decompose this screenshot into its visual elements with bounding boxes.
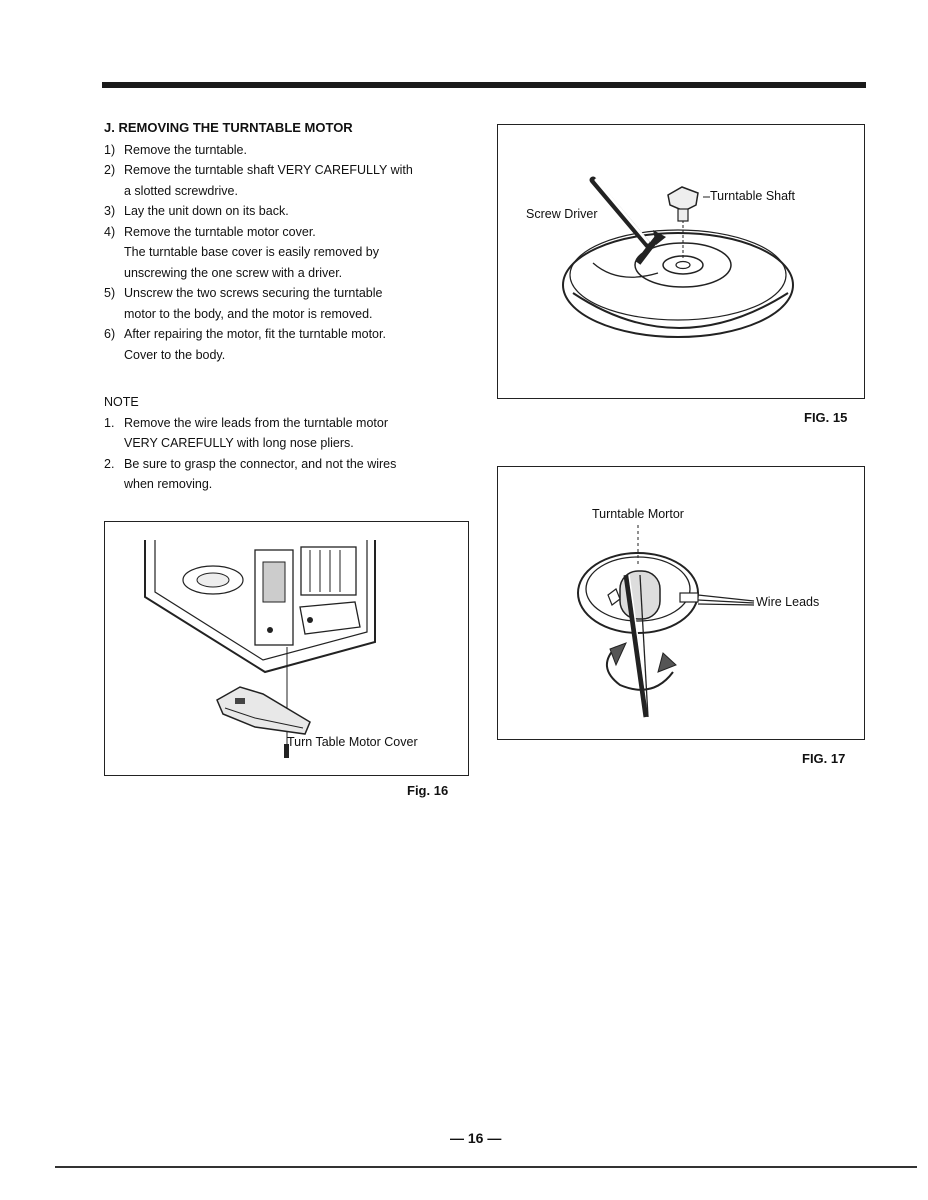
note-number: 2. xyxy=(104,456,115,471)
step-item: 2) Remove the turntable shaft VERY CAREF… xyxy=(104,160,476,201)
turntable-shaft-label: Turntable Shaft xyxy=(710,189,796,203)
motor-cover-illustration xyxy=(144,540,376,758)
turntable-motor-illustration xyxy=(577,525,755,718)
step-text: Unscrew the two screws securing the turn… xyxy=(124,286,383,300)
step-item: 3) Lay the unit down on its back. xyxy=(104,201,476,222)
step-text: Lay the unit down on its back. xyxy=(124,204,289,218)
figure-16-caption: Fig. 16 xyxy=(407,783,449,798)
step-number: 4) xyxy=(104,224,116,239)
note-text: when removing. xyxy=(124,477,213,491)
figure-15-turntable-shaft: Screw Driver Turntable Shaft xyxy=(497,124,865,399)
section-heading: J. REMOVING THE TURNTABLE MOTOR xyxy=(104,120,353,135)
step-text: unscrewing the one screw with a driver. xyxy=(124,265,343,280)
step-item: 1) Remove the turntable. xyxy=(104,140,476,161)
figure-17-turntable-motor: Turntable Mortor Wire Leads xyxy=(497,466,865,740)
step-text: After repairing the motor, fit the turnt… xyxy=(124,327,386,341)
step-text: motor to the body, and the motor is remo… xyxy=(124,306,373,321)
page-number: — 16 — xyxy=(450,1130,502,1146)
note-text: Remove the wire leads from the turntable… xyxy=(124,415,389,430)
turntable-motor-label: Turntable Mortor xyxy=(592,507,684,521)
figure-15-caption: FIG. 15 xyxy=(804,410,848,425)
turntable-shaft-illustration xyxy=(562,176,794,338)
step-text: Remove the turntable shaft VERY CAREFULL… xyxy=(124,163,413,177)
step-number: 2) xyxy=(104,163,116,177)
note-text: Be sure to grasp the connector, and not … xyxy=(124,456,397,471)
instructions-column: J. REMOVING THE TURNTABLE MOTOR 1) Remov… xyxy=(104,118,476,495)
steps-list: 1) Remove the turntable. 2) Remove the t… xyxy=(104,140,476,366)
note-item: 1. Remove the wire leads from the turnta… xyxy=(104,413,476,454)
notes-list: 1. Remove the wire leads from the turnta… xyxy=(104,413,476,495)
step-text: The turntable base cover is easily remov… xyxy=(124,245,379,259)
step-text: a slotted screwdrive. xyxy=(124,183,238,198)
note-number: 1. xyxy=(104,415,115,430)
figure-16-motor-cover: Turn Table Motor Cover xyxy=(104,521,469,776)
step-number: 1) xyxy=(104,142,116,157)
step-item: 5) Unscrew the two screws securing the t… xyxy=(104,283,476,324)
step-text: Remove the turntable. xyxy=(124,142,247,157)
step-item: 4) Remove the turntable motor cover. The… xyxy=(104,222,476,284)
step-item: 6) After repairing the motor, fit the tu… xyxy=(104,324,476,365)
note-text: VERY CAREFULLY with long nose pliers. xyxy=(124,436,354,450)
step-text: Remove the turntable motor cover. xyxy=(124,224,316,239)
step-number: 6) xyxy=(104,327,116,341)
motor-cover-label: Turn Table Motor Cover xyxy=(287,735,418,749)
step-text: Cover to the body. xyxy=(124,347,226,362)
bottom-rule xyxy=(55,1166,917,1168)
screw-driver-label: Screw Driver xyxy=(526,207,598,221)
note-item: 2. Be sure to grasp the connector, and n… xyxy=(104,454,476,495)
step-number: 5) xyxy=(104,286,116,300)
step-number: 3) xyxy=(104,204,116,218)
note-title: NOTE xyxy=(104,395,139,409)
wire-leads-label: Wire Leads xyxy=(756,595,820,609)
figure-17-caption: FIG. 17 xyxy=(802,751,846,766)
top-rule xyxy=(102,82,866,88)
